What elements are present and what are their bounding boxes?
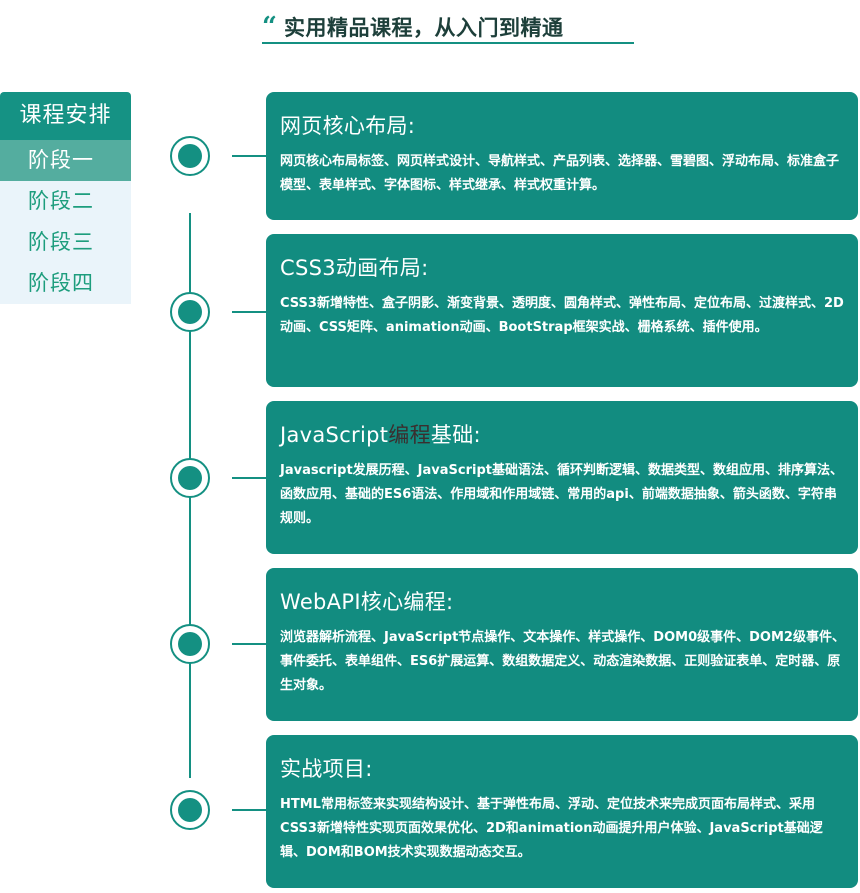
timeline-connector <box>232 809 266 811</box>
module-card-project: 实战项目: HTML常用标签来实现结构设计、基于弹性布局、浮动、定位技术来完成页… <box>266 735 858 888</box>
stage-item-4[interactable]: 阶段四 <box>0 263 131 304</box>
module-title-part: 基础: <box>430 423 481 447</box>
module-card-webapi: WebAPI核心编程: 浏览器解析流程、JavaScript节点操作、文本操作、… <box>266 568 858 721</box>
headline-title: 实用精品课程，从入门到精通 <box>284 16 564 40</box>
module-description: CSS3新增特性、盒子阴影、渐变背景、透明度、圆角样式、弹性布局、定位布局、过渡… <box>280 296 844 335</box>
module-title: 网页核心布局: <box>280 114 416 138</box>
module-title-part: JavaScript <box>280 423 389 447</box>
timeline-connector <box>232 477 266 479</box>
module-title: 实战项目: <box>280 757 373 781</box>
stage-item-2[interactable]: 阶段二 <box>0 181 131 222</box>
module-title: CSS3动画布局: <box>280 256 429 280</box>
timeline-connector <box>232 643 266 645</box>
section-headline: “ 实用精品课程，从入门到精通 <box>262 14 634 44</box>
stage-item-1[interactable]: 阶段一 <box>0 140 131 181</box>
module-title-part: 编程 <box>388 423 431 447</box>
timeline-node-icon <box>170 624 210 664</box>
module-card-javascript: JavaScript编程基础: Javascript发展历程、JavaScrip… <box>266 401 858 554</box>
module-card-layout: 网页核心布局: 网页核心布局标签、网页样式设计、导航样式、产品列表、选择器、雪碧… <box>266 92 858 220</box>
timeline-connector <box>232 155 266 157</box>
stage-item-3[interactable]: 阶段三 <box>0 222 131 263</box>
timeline-node-icon <box>170 292 210 332</box>
module-card-css3: CSS3动画布局: CSS3新增特性、盒子阴影、渐变背景、透明度、圆角样式、弹性… <box>266 234 858 387</box>
quote-mark-icon: “ <box>262 12 277 42</box>
module-title: JavaScript编程基础: <box>280 419 846 451</box>
timeline-node-icon <box>170 136 210 176</box>
timeline-connector <box>232 311 266 313</box>
timeline-node-icon <box>170 458 210 498</box>
stage-menu: 课程安排 阶段一 阶段二 阶段三 阶段四 <box>0 92 131 304</box>
timeline-node-icon <box>170 790 210 830</box>
module-title: WebAPI核心编程: <box>280 590 454 614</box>
module-description: Javascript发展历程、JavaScript基础语法、循环判断逻辑、数据类… <box>280 463 843 526</box>
module-description: HTML常用标签来实现结构设计、基于弹性布局、浮动、定位技术来完成页面布局样式、… <box>280 797 823 860</box>
module-description: 浏览器解析流程、JavaScript节点操作、文本操作、样式操作、DOM0级事件… <box>280 630 845 693</box>
stage-menu-title: 课程安排 <box>0 92 131 140</box>
module-description: 网页核心布局标签、网页样式设计、导航样式、产品列表、选择器、雪碧图、浮动布局、标… <box>280 154 840 193</box>
